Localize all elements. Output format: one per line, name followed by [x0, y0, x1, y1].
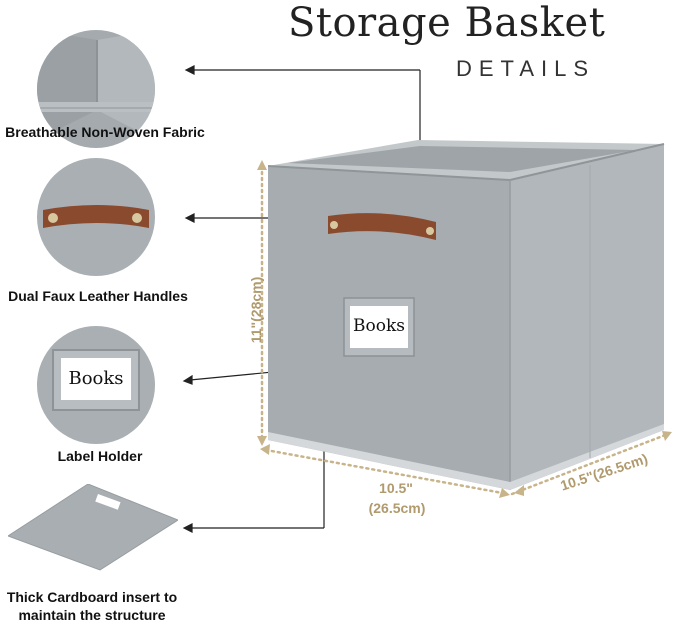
basket-label-text: Books	[353, 316, 405, 336]
label-holder-tag-text: Books	[68, 368, 124, 389]
label-holder-label: Label Holder	[57, 448, 143, 464]
cardboard-label-line1: Thick Cardboard insert to	[6, 589, 178, 605]
page-subtitle: DETAILS	[456, 56, 596, 81]
width-dimension-line2: (26.5cm)	[368, 500, 426, 516]
leather-handle-icon	[37, 158, 155, 276]
cardboard-label-line2: maintain the structure	[18, 607, 166, 623]
label-holder-icon: Books	[37, 326, 155, 444]
fabric-corner-icon	[37, 30, 155, 148]
fabric-label: Breathable Non-Woven Fabric	[5, 124, 205, 140]
width-dimension-line1: 10.5"	[379, 480, 413, 496]
handles-label: Dual Faux Leather Handles	[8, 288, 188, 304]
height-dimension: 11"(28cm)	[248, 276, 264, 344]
page-title: Storage Basket	[288, 0, 606, 46]
